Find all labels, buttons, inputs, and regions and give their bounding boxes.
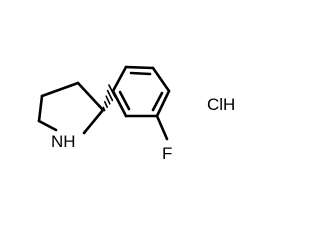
bond-c3-c2 [82, 108, 105, 135]
molecule-structure: NH F ClH [37, 65, 235, 163]
bond-c-f [155, 114, 169, 141]
hydrochloride-label: ClH [207, 95, 235, 114]
hash-line [105, 95, 111, 105]
structure-canvas: NH F ClH [37, 65, 235, 163]
aromatic-double-bond [151, 91, 164, 112]
bond-c5-c1 [37, 94, 44, 123]
fluorine-label: F [162, 144, 172, 163]
hash-line [106, 89, 114, 102]
hash-line [102, 106, 106, 112]
aromatic-double-bond [129, 71, 152, 76]
bond-c1-n [37, 119, 58, 132]
bond-ar2-ar3 [124, 65, 155, 70]
bond-ar1-ar2 [111, 65, 128, 93]
aromatic-double-bond [118, 90, 131, 111]
hash-line [104, 101, 108, 108]
bond-c5-c4 [40, 81, 80, 98]
bond-ar6-ar1 [111, 89, 128, 118]
bond-c4-c3 [76, 81, 105, 112]
bond-ar4-ar5 [155, 89, 171, 118]
nitrogen-label: NH [51, 132, 76, 151]
bond-ar3-ar4 [151, 66, 171, 93]
